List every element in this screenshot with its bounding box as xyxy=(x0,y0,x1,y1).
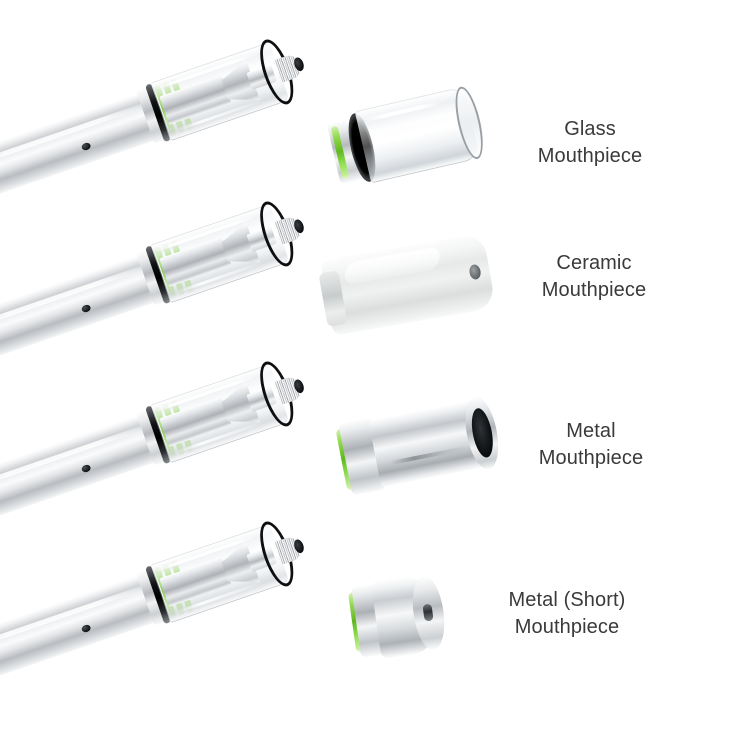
label-ceramic-mouthpiece: Ceramic Mouthpiece xyxy=(541,252,647,301)
mouthpiece-ceramic-body xyxy=(320,232,497,337)
mouthpiece-glass xyxy=(325,82,491,194)
mouthpiece-metal-short xyxy=(347,572,453,665)
mouthpiece-ceramic xyxy=(318,232,499,340)
cartridge-metal-short xyxy=(0,516,310,692)
label-metal-short-mouthpiece: Metal (Short) Mouthpiece xyxy=(508,589,626,638)
mouthpiece-metal xyxy=(334,389,507,500)
cartridge-ceramic xyxy=(0,196,310,372)
label-metal-mouthpiece: Metal Mouthpiece xyxy=(538,420,644,469)
cartridge-glass xyxy=(0,34,310,210)
cartridge-metal xyxy=(0,356,310,532)
label-glass-mouthpiece: Glass Mouthpiece xyxy=(537,118,643,167)
